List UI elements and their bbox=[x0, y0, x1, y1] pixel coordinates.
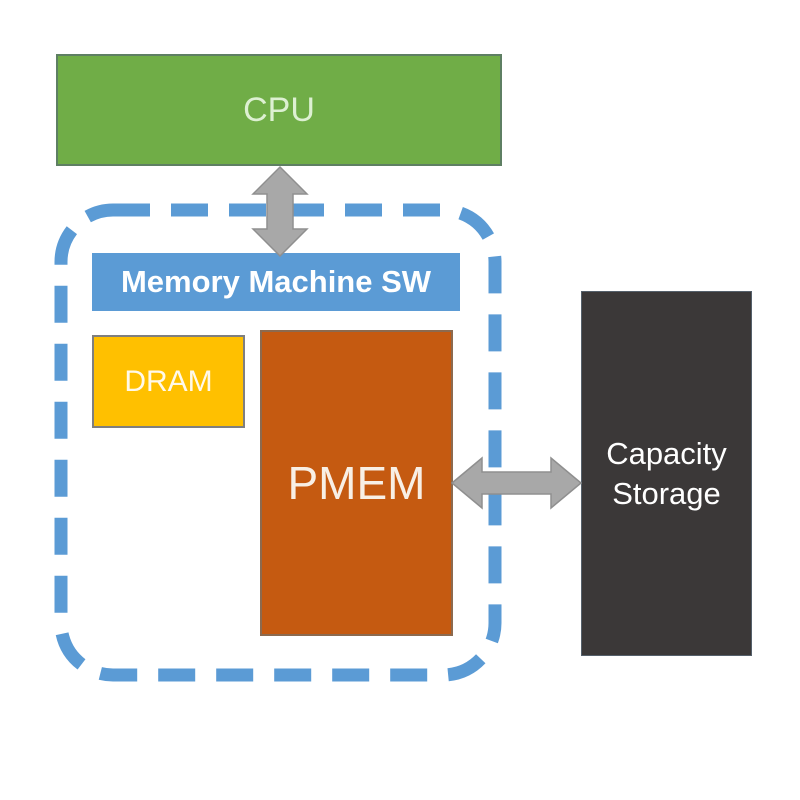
dram-label: DRAM bbox=[124, 364, 213, 398]
capacity-storage-box: Capacity Storage bbox=[581, 291, 752, 656]
cpu-label: CPU bbox=[243, 90, 315, 129]
pmem-box: PMEM bbox=[260, 330, 453, 636]
cpu-memsw-bidirectional-arrow-icon bbox=[251, 165, 309, 258]
pmem-storage-bidirectional-arrow-icon bbox=[450, 456, 583, 510]
memory-machine-sw-label: Memory Machine SW bbox=[120, 264, 432, 299]
pmem-label: PMEM bbox=[287, 457, 426, 509]
dram-box: DRAM bbox=[92, 335, 245, 428]
capacity-storage-label-line2: Storage bbox=[612, 475, 721, 511]
cpu-box: CPU bbox=[56, 54, 502, 166]
capacity-storage-label-line1: Capacity bbox=[606, 435, 727, 471]
memory-machine-sw-box: Memory Machine SW bbox=[92, 253, 460, 311]
